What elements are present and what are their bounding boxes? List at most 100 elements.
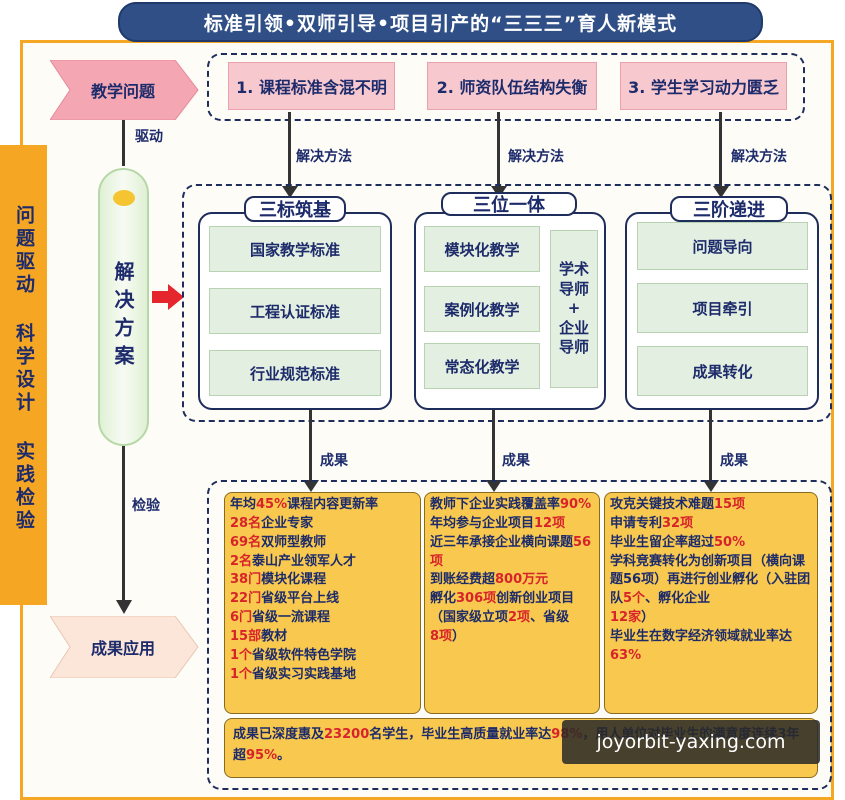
- result-text: 、孵化企业: [645, 591, 711, 607]
- result-arrow-head-1-icon: [303, 480, 319, 492]
- method-label-2: 解决方法: [508, 149, 564, 165]
- result-text: 省级软件特色学院: [252, 647, 357, 663]
- page-title: 标准引领•双师引导•项目引产的“三三三”育人新模式: [118, 2, 763, 42]
- solutions-dashed-frame: [182, 184, 832, 422]
- summary-text-4: 。: [277, 747, 291, 763]
- stage-box-2: 项目牵引: [637, 283, 808, 333]
- result-value: 56项: [430, 534, 592, 569]
- problems-dashed-frame: [207, 53, 805, 121]
- result-row: 1个省级软件特色学院: [230, 647, 415, 666]
- red-arrow-icon: [152, 284, 184, 310]
- result-row: 69名双师型教师: [230, 534, 415, 553]
- result-row: 15部教材: [230, 628, 415, 647]
- result-value: 5个: [623, 591, 646, 607]
- pill-dot-icon: [112, 190, 135, 206]
- summary-text-2: 名学生，毕业生高质量就业率达: [369, 727, 552, 742]
- standard-box-2: 工程认证标准: [209, 288, 381, 334]
- result-value: 12项: [534, 515, 566, 531]
- result-value: 15项: [714, 497, 746, 512]
- result-row: 1个省级实习实践基地: [230, 666, 415, 685]
- result-arrow-head-3-icon: [703, 480, 719, 492]
- problem-box-3: 3. 学生学习动力匮乏: [620, 62, 787, 110]
- result-value: 8项: [430, 628, 453, 644]
- result-value: 69名: [230, 534, 262, 550]
- result-value: 800万元: [495, 572, 549, 588]
- result-text: 泰山产业领军人才: [252, 553, 357, 569]
- dual-mentor-line-4: 企业: [558, 318, 589, 337]
- result-text: 模块化课程: [261, 572, 327, 588]
- result-text: （国家级立项: [430, 610, 509, 626]
- result-row: 到账经费超800万元: [430, 571, 594, 590]
- result-text: ）: [452, 628, 466, 644]
- group-title-2: 三位一体: [441, 192, 577, 216]
- application-label: 成果应用: [90, 639, 155, 658]
- result-row: 近三年承接企业横向课题56项: [430, 534, 594, 572]
- result-value: 38门: [230, 572, 262, 588]
- result-text: 双师型教师: [261, 534, 327, 550]
- summary-value-1: 23200: [324, 727, 370, 742]
- result-value: 22门: [230, 591, 262, 607]
- result-arrow-2: [492, 410, 495, 486]
- result-row: 毕业生在数字经济领域就业率达63%: [610, 628, 812, 666]
- result-text: 教师下企业实践覆盖率: [430, 497, 561, 512]
- result-text: ）: [641, 610, 655, 626]
- result-text: 省级实习实践基地: [252, 666, 357, 682]
- left-side-band: 问题驱动 科学设计 实践检验: [0, 145, 47, 605]
- left-band-text: 问题驱动 科学设计 实践检验: [13, 205, 35, 533]
- standard-box-3: 行业规范标准: [209, 350, 381, 396]
- check-arrow-line: [122, 446, 125, 606]
- result-text: 年均: [230, 497, 257, 512]
- teaching-box-2: 案例化教学: [424, 286, 540, 332]
- application-arrow-shape: [50, 616, 199, 678]
- teaching-box-3: 常态化教学: [424, 343, 540, 389]
- result-text: 省级平台上线: [261, 591, 340, 607]
- result-text: 、省级: [530, 610, 570, 626]
- result-text: 学科竞赛转化为创新项目（横向课题56项）再进行创业孵化（入驻团队: [610, 553, 811, 607]
- group-title-1: 三标筑基: [244, 196, 346, 222]
- teaching-box-1: 模块化教学: [424, 226, 540, 272]
- results-dashed-frame: [207, 480, 832, 790]
- method-arrow-2: [497, 112, 500, 190]
- drive-label: 驱动: [135, 129, 163, 145]
- result-row: 攻克关键技术难题15项: [610, 496, 812, 515]
- result-value: 2名: [230, 553, 253, 569]
- result-text: 毕业生留企率超过: [610, 534, 715, 550]
- result-row: 8项）: [430, 628, 594, 647]
- result-text: 企业专家: [261, 515, 314, 531]
- dual-mentor-line-5: 导师: [558, 338, 589, 357]
- result-row: 申请专利32项: [610, 515, 812, 534]
- method-arrow-3: [719, 112, 722, 190]
- result-value: 1个: [230, 666, 253, 682]
- result-value: 32项: [662, 515, 694, 531]
- summary-value-3: 95%: [246, 747, 278, 763]
- method-arrow-head-1-icon: [282, 186, 298, 198]
- watermark: joyorbit-yaxing.com: [562, 720, 820, 764]
- result-text: 年均参与企业项目: [430, 515, 535, 531]
- result-row: 年均45%课程内容更新率: [230, 496, 415, 515]
- result-row: 教师下企业实践覆盖率90%: [430, 496, 594, 515]
- result-row: 2名泰山产业领军人才: [230, 553, 415, 572]
- dual-mentor-line-3: +: [567, 299, 581, 318]
- result-value: 50%: [714, 534, 746, 550]
- result-text: 到账经费超: [430, 572, 496, 588]
- result-row: 22门省级平台上线: [230, 590, 415, 609]
- result-row: （国家级立项2项、省级: [430, 609, 594, 628]
- result-row: 6门省级一流课程: [230, 609, 415, 628]
- result-value: 306项: [456, 591, 497, 607]
- solution-pill: 解决方案: [98, 168, 149, 446]
- method-arrow-1: [288, 112, 291, 190]
- result-value: 90%: [560, 497, 592, 512]
- check-label: 检验: [132, 498, 160, 514]
- method-label-1: 解决方法: [296, 149, 352, 165]
- result-value: 1个: [230, 647, 253, 663]
- summary-text-1: 成果已深度惠及: [233, 727, 325, 742]
- stage-box-1: 问题导向: [637, 222, 808, 270]
- result-value: 6门: [230, 610, 253, 626]
- result-row: 学科竞赛转化为创新项目（横向课题56项）再进行创业孵化（入驻团队5个、孵化企业: [610, 553, 812, 610]
- teaching-problem-label: 教学问题: [90, 82, 155, 101]
- result-text: 毕业生在数字经济领域就业率达: [610, 628, 793, 644]
- result-arrow-head-2-icon: [486, 480, 502, 492]
- dual-mentor-line-2: 导师: [558, 279, 589, 298]
- method-arrow-head-3-icon: [713, 186, 729, 198]
